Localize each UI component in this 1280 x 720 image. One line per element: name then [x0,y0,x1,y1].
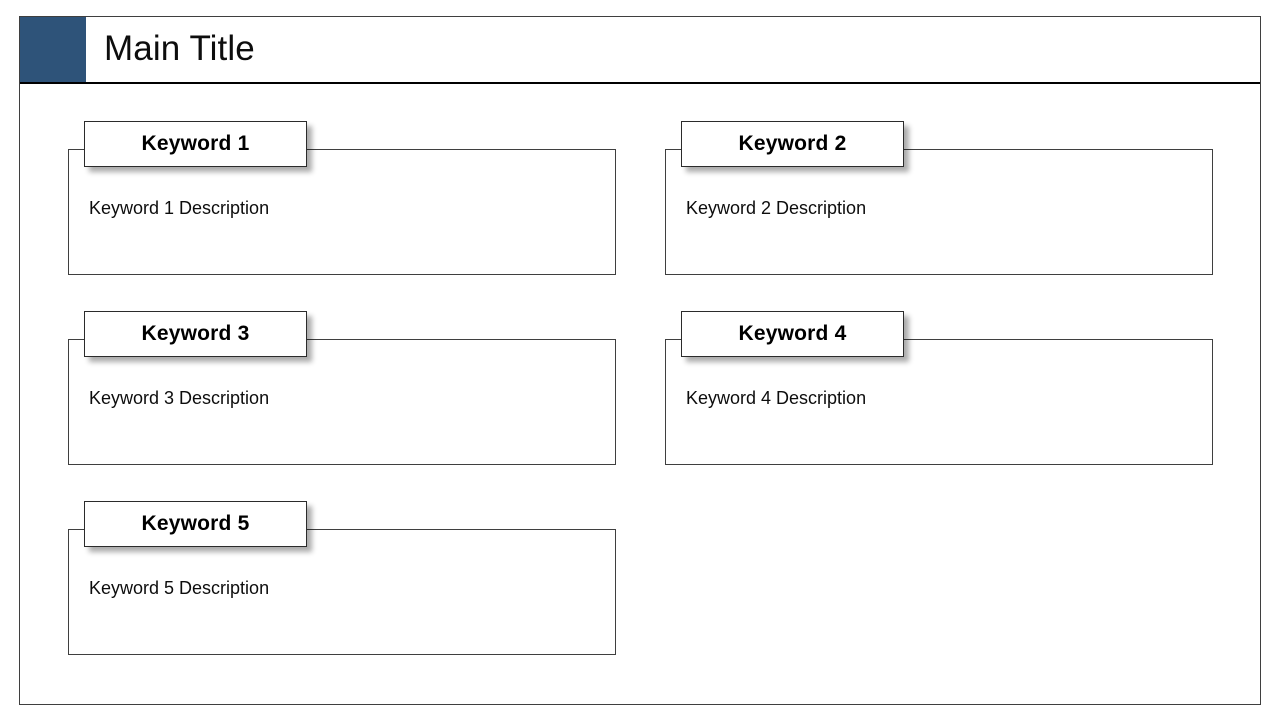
slide-frame: Main Title Keyword 1 Description Keyword… [19,16,1261,705]
empty-card-slot [665,529,1213,655]
keyword-card[interactable]: Keyword 1 Description Keyword 1 [68,121,616,275]
keyword-card-label-text: Keyword 1 [141,132,250,155]
keyword-card-body: Keyword 1 Description [68,149,616,275]
keyword-card[interactable]: Keyword 5 Description Keyword 5 [68,501,616,655]
keyword-card-description: Keyword 2 Description [686,198,867,218]
keyword-card-body: Keyword 3 Description [68,339,616,465]
keyword-card-label[interactable]: Keyword 1 [84,121,307,167]
keyword-card[interactable]: Keyword 4 Description Keyword 4 [665,311,1213,465]
keyword-card[interactable]: Keyword 3 Description Keyword 3 [68,311,616,465]
keyword-card-label[interactable]: Keyword 2 [681,121,904,167]
header-divider [20,82,1260,84]
keyword-card-label-text: Keyword 3 [141,322,250,345]
slide-header: Main Title [20,17,1260,84]
keyword-card-body: Keyword 4 Description [665,339,1213,465]
keyword-card-label-text: Keyword 4 [738,322,847,345]
keyword-card-description: Keyword 4 Description [686,388,867,408]
keyword-card-description: Keyword 5 Description [89,578,270,598]
keyword-card-label-text: Keyword 2 [738,132,847,155]
keyword-card-body: Keyword 5 Description [68,529,616,655]
keyword-card-label[interactable]: Keyword 5 [84,501,307,547]
keyword-card[interactable]: Keyword 2 Description Keyword 2 [665,121,1213,275]
keyword-card-description: Keyword 1 Description [89,198,270,218]
keyword-card-label[interactable]: Keyword 4 [681,311,904,357]
page-title: Main Title [104,29,255,68]
keyword-card-grid: Keyword 1 Description Keyword 1 Keyword … [20,83,1260,704]
header-accent-block [20,17,86,83]
keyword-card-description: Keyword 3 Description [89,388,270,408]
keyword-card-body: Keyword 2 Description [665,149,1213,275]
keyword-card-label-text: Keyword 5 [141,512,250,535]
keyword-card-label[interactable]: Keyword 3 [84,311,307,357]
